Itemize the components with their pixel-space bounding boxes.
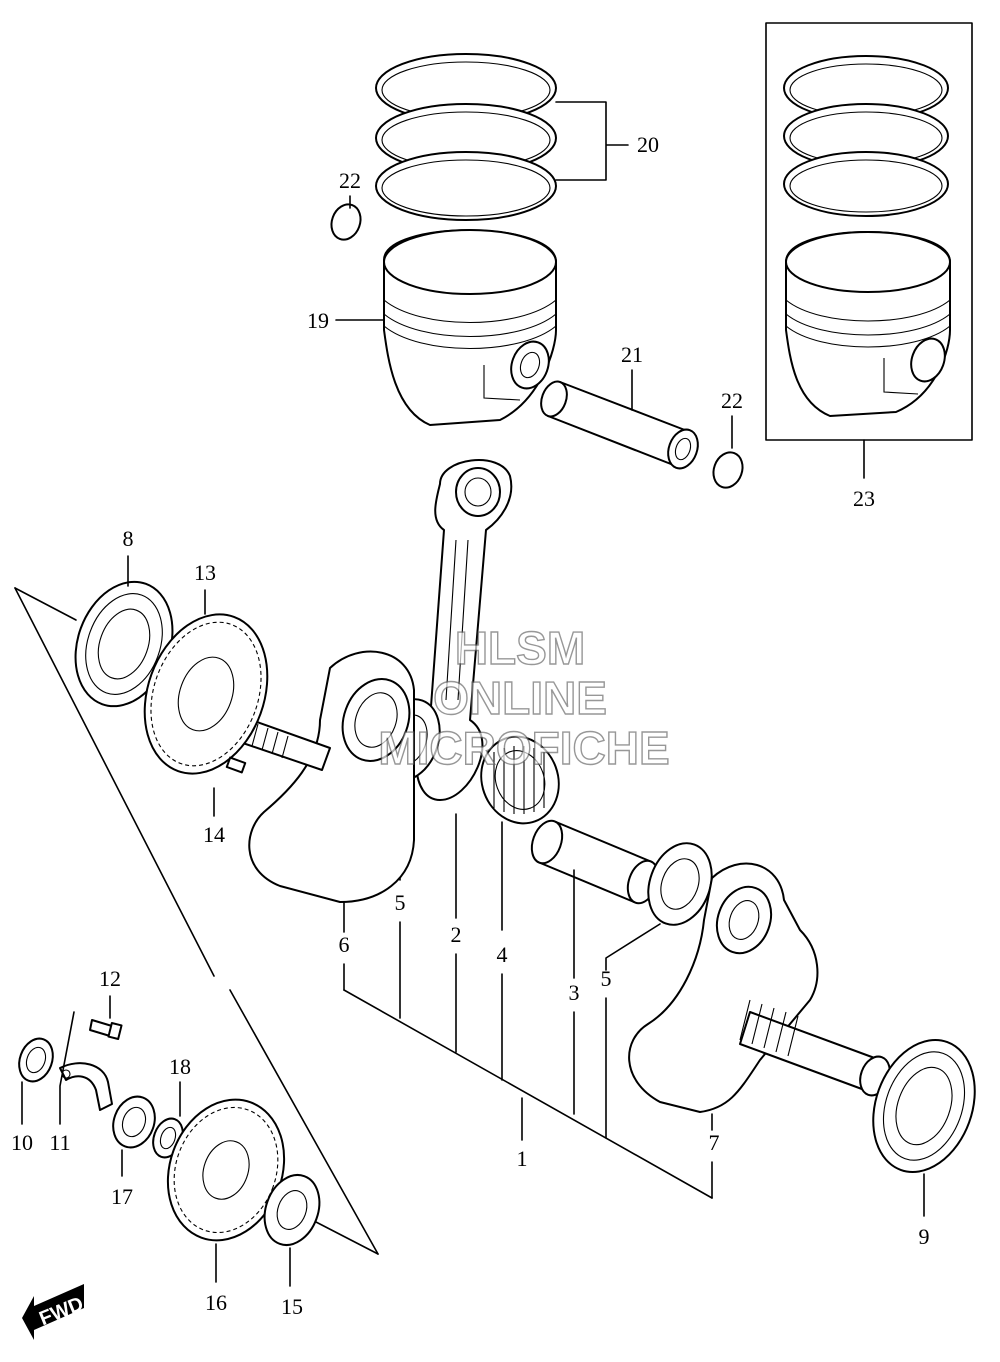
callout-12: 12 — [99, 966, 121, 991]
callout-7: 7 — [709, 1130, 720, 1155]
callout-10: 10 — [11, 1130, 33, 1155]
gear-part-13[interactable] — [123, 597, 288, 791]
bolt-part-12[interactable] — [89, 1019, 123, 1041]
callout-23: 23 — [853, 486, 875, 511]
callout-17: 17 — [111, 1184, 133, 1209]
callout-18: 18 — [169, 1054, 191, 1079]
callout-3: 3 — [569, 980, 580, 1005]
gear-hub-part-15[interactable] — [255, 1167, 328, 1252]
piston-pin-part-21[interactable] — [537, 378, 703, 473]
watermark: HLSM ONLINE MICROFICHE — [378, 621, 671, 774]
divider-line-bottom — [315, 1221, 379, 1255]
watermark-line-3: MICROFICHE — [378, 722, 669, 774]
circlip-part-22-left[interactable] — [327, 200, 366, 243]
bearing-part-9[interactable] — [856, 1026, 993, 1187]
crank-web-left-part-6[interactable] — [233, 650, 420, 903]
callout-16: 16 — [205, 1290, 227, 1315]
divider-line-top — [14, 587, 77, 621]
callout-22-left: 22 — [339, 168, 361, 193]
callout-6: 6 — [339, 932, 350, 957]
callout-5-right: 5 — [601, 966, 612, 991]
piston-part-19[interactable] — [383, 229, 557, 426]
bushing-part-17[interactable] — [106, 1091, 161, 1154]
callout-1: 1 — [517, 1146, 528, 1171]
callout-5-left: 5 — [395, 890, 406, 915]
callout-4: 4 — [497, 942, 508, 967]
crank-web-right-part-7[interactable] — [628, 862, 895, 1113]
callout-13: 13 — [194, 560, 216, 585]
callout-8: 8 — [123, 526, 134, 551]
callout-21: 21 — [621, 342, 643, 367]
key-part-14[interactable] — [225, 756, 247, 774]
piston-set-part-23[interactable] — [765, 22, 973, 441]
connecting-rod-part-2[interactable] — [415, 459, 513, 801]
callout-19: 19 — [307, 308, 329, 333]
callout-22-right: 22 — [721, 388, 743, 413]
needle-bearing-part-4[interactable] — [469, 726, 571, 835]
callout-15: 15 — [281, 1294, 303, 1319]
callout-14: 14 — [203, 822, 225, 847]
plate-part-11[interactable] — [59, 1062, 113, 1111]
callout-2: 2 — [451, 922, 462, 947]
seal-part-10[interactable] — [13, 1034, 58, 1086]
fwd-arrow-icon: FWD — [22, 1284, 87, 1340]
watermark-line-2: ONLINE — [433, 672, 607, 724]
piston-rings-part-20[interactable] — [375, 53, 557, 221]
callout-11: 11 — [49, 1130, 70, 1155]
watermark-line-1: HLSM — [455, 622, 585, 674]
thrust-washer-part-5-right[interactable] — [637, 834, 722, 933]
callout-9: 9 — [919, 1224, 930, 1249]
divider-line-lower — [229, 989, 379, 1255]
circlip-part-22-right[interactable] — [709, 448, 748, 491]
crank-pin-part-3[interactable] — [526, 817, 663, 908]
divider-line — [14, 587, 215, 977]
callout-20: 20 — [637, 132, 659, 157]
